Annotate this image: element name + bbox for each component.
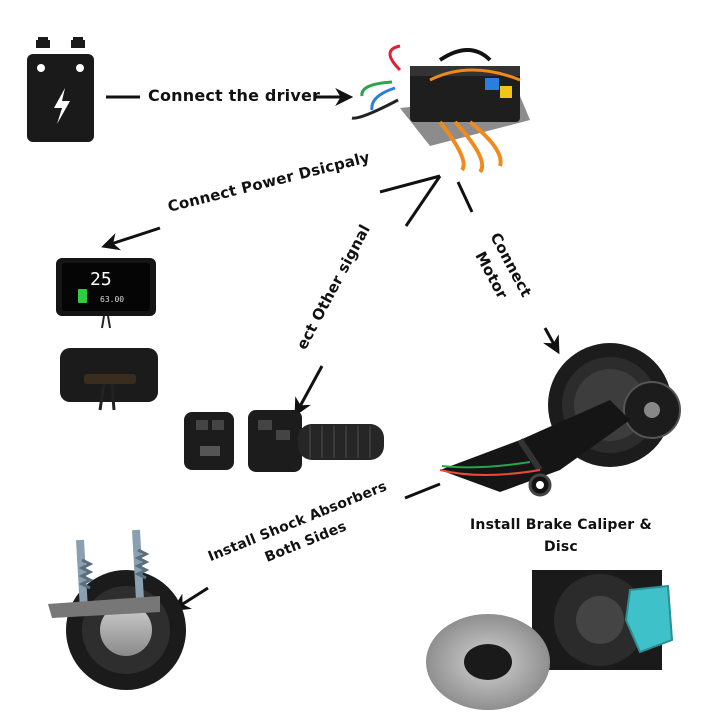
display-speed: 25 [90,269,112,290]
lightning-icon [54,88,70,124]
label-connect-driver: Connect the driver [148,86,321,105]
arrow-to-motor [542,327,560,355]
motor-controller-image [351,44,530,174]
label-brake-line2: Disc [544,539,578,555]
display-unit-image: 25 63.00 [56,258,158,411]
handlebar-switch-image [184,410,384,472]
arrow-to-throttle [294,365,324,417]
hub-motor-image [439,343,681,497]
wheel-shock-image [48,529,186,690]
arrow-to-wheel [171,586,209,611]
label-brake: Install Brake Caliper & Disc [470,514,652,558]
label-brake-line1: Install Brake Caliper & [470,517,652,533]
display-odometer: 63.00 [100,295,124,304]
brake-disc-image [426,570,674,710]
battery-icon [27,37,94,142]
arrow-to-display [101,226,161,251]
